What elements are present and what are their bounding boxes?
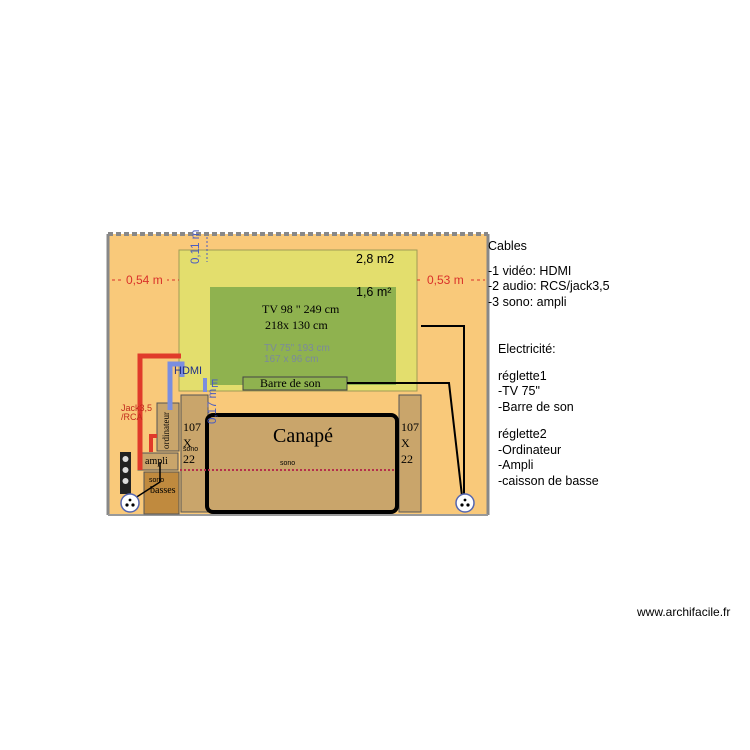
strip2-item: -caisson de basse [498, 473, 599, 488]
sofa [205, 413, 399, 514]
tv98-size: TV 98 " 249 cm [262, 302, 340, 316]
strip2-item: -Ampli [498, 458, 534, 472]
strip1-item: -Barre de son [498, 399, 574, 414]
strip1-item: -TV 75" [498, 384, 540, 398]
electricity-title: Electricité: [498, 342, 556, 356]
cables-title: Cables [488, 239, 527, 253]
small-gap-label: 0,17 m [207, 388, 219, 424]
amplifier-label: ampli [145, 456, 168, 467]
hdmi-marker: E [211, 378, 219, 390]
left-gap-label: 0,54 m [122, 273, 167, 287]
sofa-label: Canapé [273, 425, 333, 447]
wall-outlet-right [455, 493, 475, 513]
top-gap-label: 0,11 m [190, 229, 202, 264]
audio-cable-branch [149, 434, 157, 452]
tv75-dimensions: 167 x 96 cm [264, 354, 319, 365]
audio-cable [137, 353, 181, 470]
wall-outlet-left [120, 493, 140, 513]
hdmi-cable [167, 361, 185, 410]
strip1-title: réglette1 [498, 368, 547, 383]
electric-cable-soundbar [347, 382, 463, 497]
tv75-size: TV 75" 193 cm [264, 343, 330, 354]
audio-label-1: Jack3,5 [121, 403, 153, 413]
strip2-item: -Ordinateur [498, 442, 562, 457]
computer-label: ordinateur [161, 412, 171, 449]
electricity-legend: Electricité: réglette1 -TV 75" -Barre de… [498, 342, 599, 489]
cables-legend: Cables -1 vidéo: HDMI -2 audio: RCS/jack… [488, 239, 610, 310]
audio-label-2: /RCA [121, 412, 143, 422]
sono-label-left: sono [183, 446, 199, 453]
small-zone [210, 287, 396, 385]
strip-socket [122, 467, 129, 473]
sono-cable-left [131, 462, 161, 501]
right-gap-label: 0,53 m [423, 273, 468, 287]
large-area-label: 2,8 m2 [356, 252, 395, 266]
strip-socket [122, 456, 129, 462]
soundbar-label: Barre de son [260, 376, 321, 390]
right-speaker-label: 107 X 22 [401, 420, 419, 466]
left-speaker-label: 107 X 22 [183, 420, 201, 466]
subwoofer-label: basses [150, 485, 176, 496]
subwoofer-top-label: sono [149, 477, 165, 484]
cable-item: -3 sono: ampli [488, 294, 567, 309]
small-area-label: 1,6 m² [356, 285, 392, 299]
hdmi-label: HDMI [174, 365, 203, 377]
electric-cable-right [421, 325, 465, 496]
tv98-dimensions: 218x 130 cm [265, 318, 328, 332]
sono-label-center: sono [280, 460, 296, 467]
strip-socket [122, 478, 129, 484]
watermark: www.archifacile.fr [637, 605, 731, 619]
cable-item: -1 vidéo: HDMI [488, 263, 572, 278]
strip2-title: réglette2 [498, 427, 547, 441]
cable-item: -2 audio: RCS/jack3,5 [488, 279, 610, 293]
